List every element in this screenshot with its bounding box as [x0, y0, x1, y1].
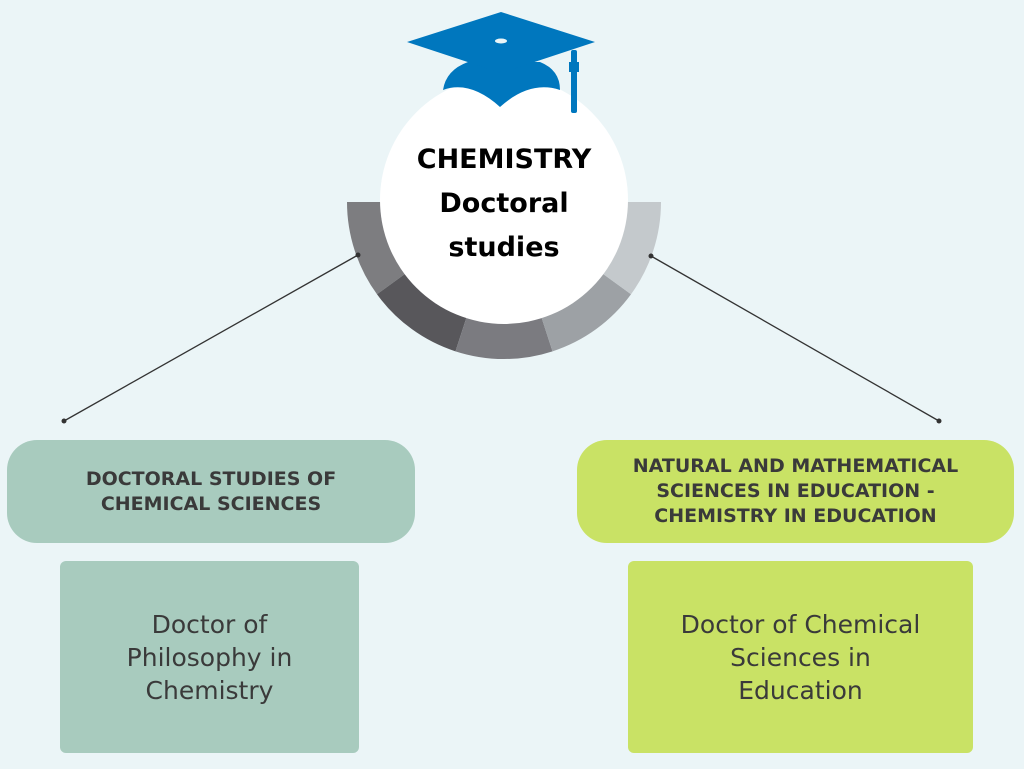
right-heading: NATURAL AND MATHEMATICAL SCIENCES IN EDU… [577, 440, 1014, 543]
connector-dot [61, 418, 67, 424]
graduation-cap-icon [407, 12, 595, 113]
right-degree-box: Doctor of Chemical Sciences in Education [628, 561, 973, 753]
ring-segment [347, 202, 416, 295]
ring-segment [376, 266, 471, 352]
left-degree-box: Doctor of Philosophy in Chemistry [60, 561, 359, 753]
ring-segment [537, 266, 632, 352]
connector-right [650, 255, 940, 422]
left-heading: DOCTORAL STUDIES OF CHEMICAL SCIENCES [7, 440, 415, 543]
connector-dot [936, 418, 942, 424]
center-title: CHEMISTRY Doctoral studies [416, 144, 592, 263]
ring-segment [592, 202, 661, 295]
connector-dot [648, 253, 654, 259]
connector-left [63, 254, 359, 422]
connector-dot [355, 252, 361, 258]
center-circle [380, 76, 628, 324]
